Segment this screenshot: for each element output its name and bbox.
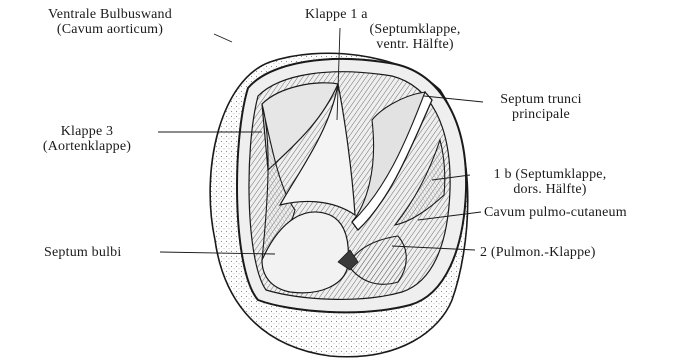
label-klappe-3-line2: (Aortenklappe) xyxy=(12,139,162,154)
label-klappe-1a-sub: (Septumklappe, ventr. Hälfte) xyxy=(350,22,480,52)
label-septum-bulbi-line1: Septum bulbi xyxy=(44,245,121,260)
label-cavum-pulmo-line1: Cavum pulmo-cutaneum xyxy=(484,205,627,220)
label-klappe-3-line1: Klappe 3 xyxy=(12,124,162,139)
label-septum-trunci: Septum trunci principale xyxy=(486,92,596,122)
leader-ventrale-bulbuswand xyxy=(214,34,232,42)
label-septum-bulbi: Septum bulbi xyxy=(44,245,121,260)
label-klappe-2-line1: 2 (Pulmon.-Klappe) xyxy=(480,245,596,260)
label-klappe-1b-line2: dors. Hälfte) xyxy=(470,182,630,197)
label-klappe-1a-line1: Klappe 1 a xyxy=(305,7,368,22)
label-ventrale-bulbuswand-line1: Ventrale Bulbuswand xyxy=(4,7,216,22)
label-klappe-1a: Klappe 1 a xyxy=(305,7,368,22)
label-klappe-1a-line3: ventr. Hälfte) xyxy=(350,37,480,52)
label-cavum-pulmo: Cavum pulmo-cutaneum xyxy=(484,205,627,220)
label-klappe-1b-line1: 1 b (Septumklappe, xyxy=(470,167,630,182)
label-septum-trunci-line1: Septum trunci xyxy=(486,92,596,107)
label-ventrale-bulbuswand-line2: (Cavum aorticum) xyxy=(4,22,216,37)
label-ventrale-bulbuswand: Ventrale Bulbuswand (Cavum aorticum) xyxy=(4,7,216,37)
label-klappe-2: 2 (Pulmon.-Klappe) xyxy=(480,245,596,260)
label-klappe-3: Klappe 3 (Aortenklappe) xyxy=(12,124,162,154)
label-septum-trunci-line2: principale xyxy=(486,107,596,122)
label-klappe-1b: 1 b (Septumklappe, dors. Hälfte) xyxy=(470,167,630,197)
label-klappe-1a-line2: (Septumklappe, xyxy=(350,22,480,37)
